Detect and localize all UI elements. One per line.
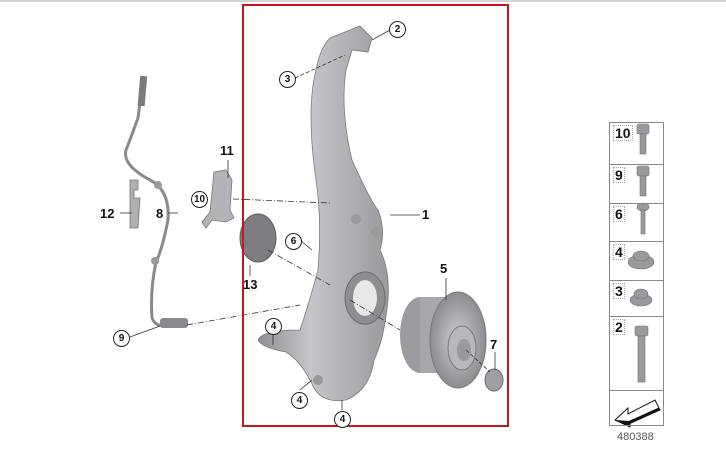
callout-7[interactable]: 7: [490, 337, 498, 352]
top-border: [0, 0, 726, 2]
bracket-part: [201, 169, 235, 229]
document-number: 480388: [617, 431, 654, 443]
callout-1[interactable]: 1: [422, 207, 430, 222]
callout-4b[interactable]: 4: [291, 392, 308, 409]
wheel-speed-sensor-cable: [124, 75, 188, 328]
legend-item-9[interactable]: 9: [609, 164, 664, 203]
dust-cover-part: [239, 213, 277, 263]
highlighted-assembly-frame: [242, 4, 509, 427]
callout-9[interactable]: 9: [113, 330, 130, 347]
legend-icons: [614, 123, 661, 428]
legend-item-3[interactable]: 3: [609, 280, 664, 316]
clip-part: [129, 179, 141, 229]
callout-13[interactable]: 13: [243, 277, 258, 292]
callout-10[interactable]: 10: [191, 191, 208, 208]
axle-nut-part: [484, 368, 504, 392]
fastener-legend: 10 9 6 4 3 2: [609, 122, 664, 426]
wheel-hub-part: [400, 291, 487, 389]
legend-item-10[interactable]: 10: [609, 122, 664, 164]
legend-item-2[interactable]: 2: [609, 316, 664, 390]
callout-3[interactable]: 3: [279, 71, 296, 88]
callout-4a[interactable]: 4: [265, 318, 282, 335]
legend-direction: [609, 390, 664, 426]
leader-lines: [120, 29, 496, 410]
callout-12[interactable]: 12: [100, 206, 115, 221]
callout-8[interactable]: 8: [156, 206, 164, 221]
callout-4c[interactable]: 4: [334, 411, 351, 428]
callout-2[interactable]: 2: [389, 21, 406, 38]
legend-item-4[interactable]: 4: [609, 241, 664, 280]
callout-5[interactable]: 5: [440, 261, 448, 276]
callout-6[interactable]: 6: [285, 233, 302, 250]
callout-11[interactable]: 11: [220, 143, 234, 158]
legend-item-6[interactable]: 6: [609, 203, 664, 241]
